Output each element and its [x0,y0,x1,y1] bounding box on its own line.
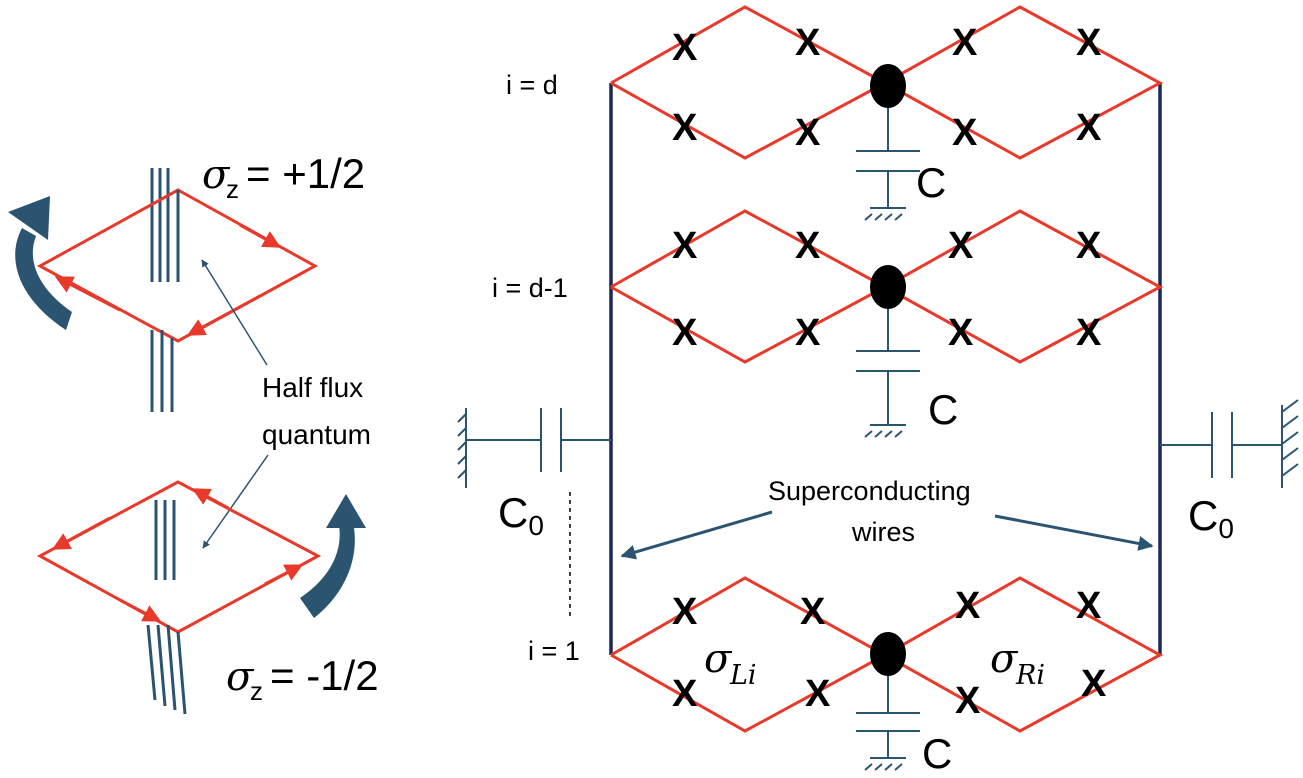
half-flux-annotation: Half flux quantum [201,259,371,549]
wires-label-line1: Superconducting [768,476,971,506]
sigma-right-symbol: σ [990,636,1019,682]
junction-top-1: X [672,27,698,69]
junction-bottom-5: X [672,673,698,715]
sigma-left-symbol: σ [704,636,733,682]
wires-annotation: Superconducting wires [620,476,1154,560]
sigma-left-sub: Li [729,660,757,691]
c0-label-right: C0 [1188,492,1234,544]
junction-top-8: X [1076,107,1102,149]
sigma-right-sub: Ri [1015,660,1045,691]
level-label-top: i = d [506,70,558,100]
ground-capacitor-bottom [856,676,920,771]
junction-top-2: X [795,22,821,64]
junction-mid-8: X [1076,312,1102,354]
junction-bottom-2: X [800,591,826,633]
half-flux-label-line2: quantum [262,419,371,450]
rotation-arrow-up [8,196,72,330]
flux-state-up: σ z = +1/2 [8,150,365,412]
loop-up-arrows [54,223,282,336]
c0-label-left: C0 [498,489,544,541]
junction-mid-5: X [672,312,698,354]
ladder-rung-mid: C X X X X X X X X [610,209,1164,438]
loop-down-arrows [51,488,304,622]
junction-bottom-6: X [805,673,831,715]
capacitor-label-bottom: C [922,730,952,777]
loop-down [36,480,322,634]
ground-capacitor-top [856,108,920,221]
junction-bottom-1: X [672,591,698,633]
c0-capacitor-left [457,408,611,488]
flux-lines-down-top [154,500,176,580]
rotation-arrow-down [300,494,366,618]
island-node-bottom [870,632,906,676]
flux-lines-up-bottom [150,190,180,412]
junction-top-6: X [795,112,821,154]
flux-lines-up-top [150,168,170,282]
half-flux-label-line1: Half flux [262,372,363,403]
ladder-rung-top: C X X X X X X X X [610,5,1164,221]
island-node-mid [870,265,906,309]
junction-bottom-3: X [955,585,981,627]
junction-top-4: X [1076,22,1102,64]
junction-mid-2: X [795,225,821,267]
capacitor-label-top: C [916,159,946,206]
junction-bottom-7: X [955,680,981,722]
sigma-z-down-symbol: σ [226,654,255,700]
sigma-z-down-sub: z [250,676,263,706]
flux-state-down: σ z = -1/2 [36,480,379,715]
junction-top-3: X [952,22,978,64]
junction-mid-6: X [795,312,821,354]
island-node-top [870,64,906,108]
junction-mid-1: X [672,225,698,267]
junction-bottom-4: X [1076,585,1102,627]
wires-label-line2: wires [851,517,915,547]
junction-top-7: X [952,112,978,154]
sigma-z-down-value: = -1/2 [270,652,379,699]
sigma-z-up-value: = +1/2 [246,150,365,197]
sigma-z-up-sub: z [226,174,239,204]
junction-mid-3: X [948,225,974,267]
junction-top-5: X [672,107,698,149]
junction-mid-4: X [1076,225,1102,267]
sigma-z-up-symbol: σ [202,152,231,198]
ladder-rung-bottom: C X X X X X X X X σ Li σ Ri [610,576,1164,777]
c0-capacitor-right [1160,399,1299,488]
ground-capacitor-mid [856,309,920,438]
flux-lines-down-bottom [146,624,187,715]
level-label-bottom: i = 1 [528,636,580,666]
level-label-mid: i = d-1 [492,273,568,303]
junction-bottom-8: X [1081,663,1107,705]
junction-mid-7: X [948,312,974,354]
capacitor-label-mid: C [928,386,958,433]
